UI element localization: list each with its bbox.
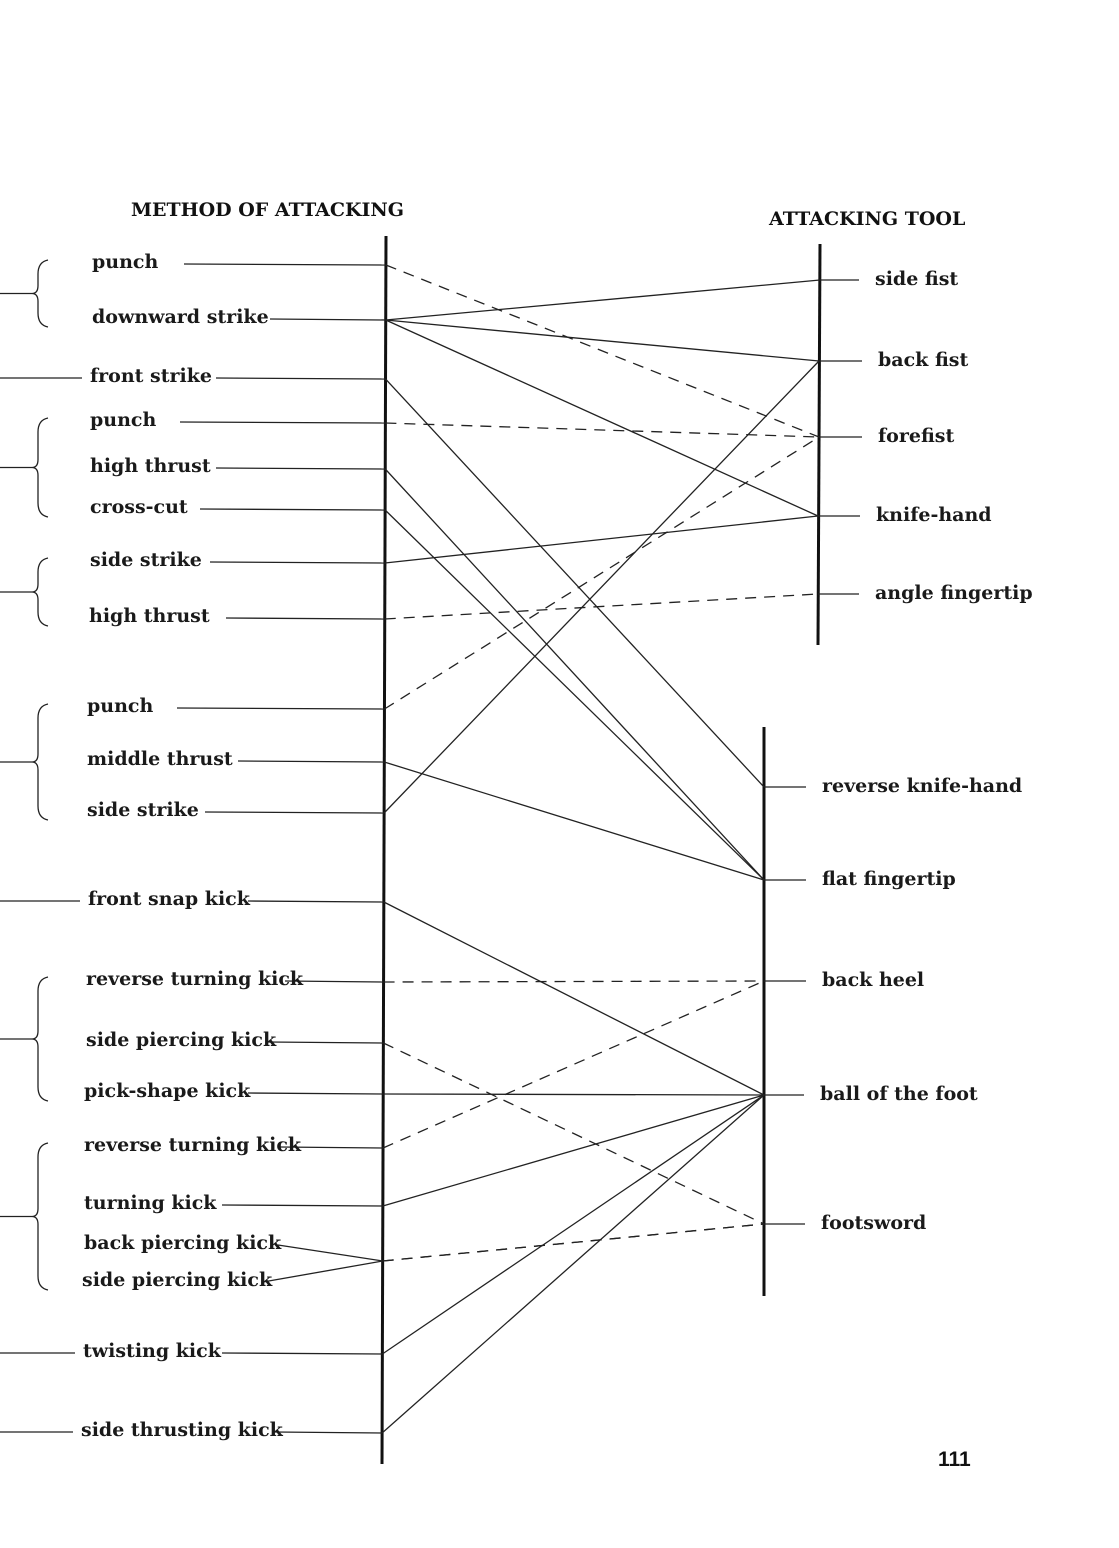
group-brace-3: [31, 557, 49, 627]
method-label-reverse-turning-kick: reverse turning kick: [84, 1134, 302, 1156]
method-leader-2: [269, 318, 386, 321]
connection-14: [383, 901, 765, 1096]
connection-17: [383, 1093, 765, 1096]
connection-3: [385, 319, 820, 362]
method-labels: punch downward strike front strike punch hig…: [81, 251, 304, 1441]
method-label-front-snap-kick: front snap kick: [88, 888, 251, 910]
method-leader-10: [237, 760, 385, 763]
connection-13: [383, 360, 820, 814]
hand-tool-axis-line: [816, 243, 822, 646]
method-leader-3: [215, 377, 386, 380]
method-label-side-strike: side strike: [90, 549, 202, 571]
group-brace-4: [31, 703, 49, 821]
method-leader-11: [204, 811, 385, 814]
connection-12: [384, 761, 765, 881]
connection-21: [382, 1223, 765, 1262]
method-leader-8: [225, 617, 385, 620]
group-braces: [0, 259, 82, 1433]
method-label-side-piercing-kick: side piercing kick: [82, 1269, 273, 1291]
method-label-high-thrust: high thrust: [89, 605, 210, 627]
method-leader-14: [267, 1041, 384, 1044]
method-leader-20: [221, 1352, 383, 1355]
method-leader-1: [183, 263, 386, 266]
method-label-side-thrusting-kick: side thrusting kick: [81, 1419, 284, 1441]
connection-19: [382, 1094, 765, 1207]
method-label-side-piercing-kick: side piercing kick: [86, 1029, 277, 1051]
tool-leader-lines: [764, 279, 862, 1225]
tool-label-back-heel: back heel: [822, 969, 924, 991]
connection-15: [383, 980, 765, 983]
group-brace-2: [31, 417, 49, 518]
method-leader-lines: [176, 263, 386, 1434]
tool-label-flat-fingertip: flat fingertip: [822, 868, 956, 890]
method-label-twisting-kick: twisting kick: [83, 1340, 222, 1362]
tool-label-reverse-knife-hand: reverse knife-hand: [822, 775, 1022, 797]
group-brace-1: [31, 259, 49, 328]
method-leader-5: [215, 467, 386, 470]
method-leader-13: [284, 980, 384, 983]
tool-header: ATTACKING TOOL: [768, 208, 965, 230]
connection-9: [384, 515, 819, 564]
method-leader-19: [262, 1260, 383, 1283]
method-leader-4: [179, 421, 386, 424]
method-header: METHOD OF ATTACKING: [131, 199, 404, 221]
method-label-back-piercing-kick: back piercing kick: [84, 1232, 282, 1254]
method-label-high-thrust: high thrust: [90, 455, 211, 477]
method-label-downward-strike: downward strike: [92, 306, 269, 328]
connection-23: [381, 1094, 765, 1434]
method-leader-7: [209, 561, 385, 564]
method-label-punch: punch: [90, 409, 156, 431]
tool-label-back-fist: back fist: [878, 349, 968, 371]
method-leader-9: [176, 707, 385, 710]
group-brace-5: [31, 976, 49, 1102]
connection-22: [381, 1094, 765, 1355]
connection-lines: [381, 264, 821, 1434]
method-label-reverse-turning-kick: reverse turning kick: [86, 968, 304, 990]
method-label-side-strike: side strike: [87, 799, 199, 821]
connection-18: [382, 980, 765, 1149]
connection-4: [385, 319, 819, 517]
connection-5: [385, 378, 765, 788]
tool-labels: side fist back fist forefist knife-hand angl…: [820, 268, 1033, 1234]
tool-label-angle-fingertip: angle fingertip: [875, 582, 1033, 604]
method-label-punch: punch: [87, 695, 153, 717]
connection-11: [384, 436, 820, 710]
tool-label-forefist: forefist: [878, 425, 954, 447]
method-leader-21: [274, 1431, 383, 1434]
tool-label-ball-of-the-foot: ball of the foot: [820, 1083, 978, 1105]
connection-16: [383, 1042, 765, 1225]
connection-10: [384, 593, 819, 620]
method-label-cross-cut: cross-cut: [90, 496, 188, 518]
connection-6: [385, 422, 820, 438]
group-brace-6: [31, 1142, 49, 1291]
page-number: 111: [938, 1448, 971, 1471]
method-label-punch: punch: [92, 251, 158, 273]
tool-label-knife-hand: knife-hand: [876, 504, 992, 526]
connection-2: [385, 279, 821, 321]
method-label-middle-thrust: middle thrust: [87, 748, 233, 770]
method-axis-line: [380, 235, 388, 1465]
method-leader-12: [247, 900, 384, 903]
connection-1: [385, 264, 820, 438]
connection-8: [384, 509, 765, 881]
method-label-turning-kick: turning kick: [84, 1192, 217, 1214]
method-leader-17: [221, 1204, 383, 1207]
connection-7: [384, 468, 765, 881]
method-label-pick-shape-kick: pick-shape kick: [84, 1080, 251, 1102]
tool-label-side-fist: side fist: [875, 268, 958, 290]
method-leader-15: [247, 1092, 384, 1095]
method-leader-6: [199, 508, 386, 511]
method-leader-16: [279, 1146, 384, 1149]
method-label-front-strike: front strike: [90, 365, 212, 387]
tool-label-footsword: footsword: [821, 1212, 926, 1234]
method-leader-18: [277, 1244, 383, 1262]
